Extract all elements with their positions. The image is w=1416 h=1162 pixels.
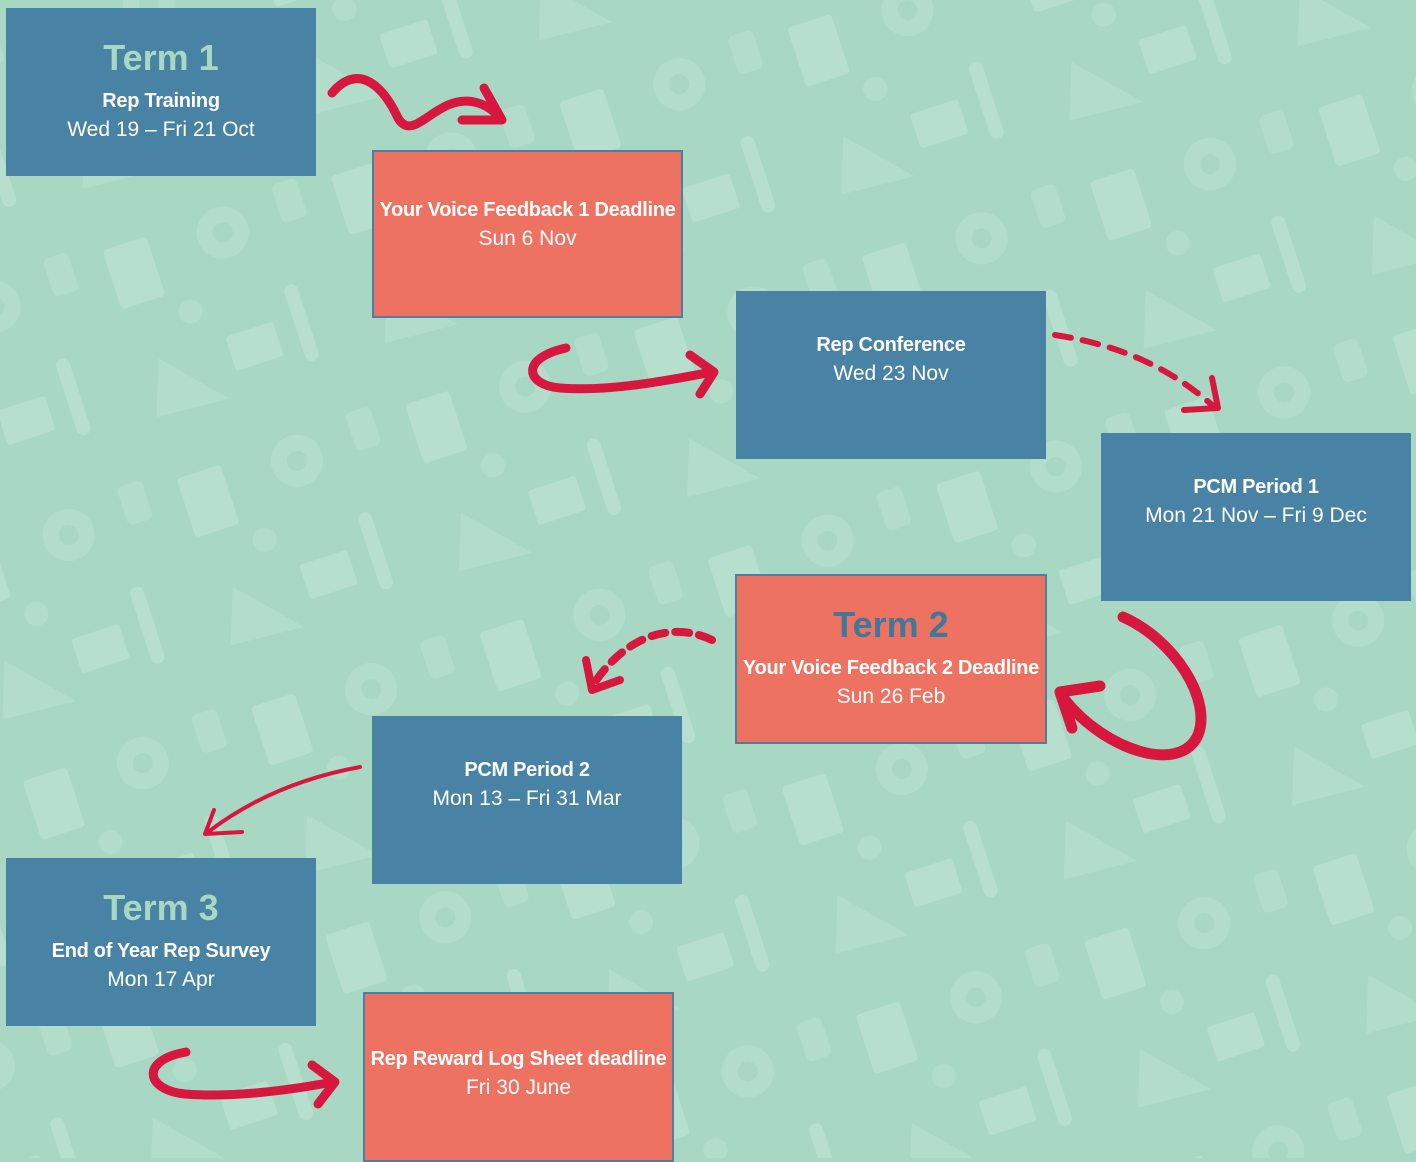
step-title: PCM Period 2 (464, 759, 590, 782)
step-your-voice-feedback-2: Term 2 Your Voice Feedback 2 Deadline Su… (735, 574, 1047, 744)
step-date: Mon 21 Nov – Fri 9 Dec (1145, 504, 1367, 528)
step-date: Mon 13 – Fri 31 Mar (432, 787, 622, 811)
step-date: Wed 19 – Fri 21 Oct (67, 118, 255, 142)
step-title: Your Voice Feedback 2 Deadline (743, 657, 1039, 680)
step-date: Mon 17 Apr (107, 968, 215, 992)
term-1-heading: Term 1 (103, 37, 219, 79)
step-date: Sun 6 Nov (478, 227, 577, 251)
step-end-of-year-rep-survey: Term 3 End of Year Rep Survey Mon 17 Apr (6, 858, 316, 1026)
step-rep-conference: Rep Conference Wed 23 Nov (736, 291, 1046, 459)
step-title: Rep Conference (816, 334, 966, 357)
step-title: End of Year Rep Survey (51, 940, 271, 963)
term-3-heading: Term 3 (103, 887, 219, 929)
step-date: Sun 26 Feb (836, 685, 946, 709)
step-pcm-period-1: PCM Period 1 Mon 21 Nov – Fri 9 Dec (1101, 433, 1411, 601)
step-title: Your Voice Feedback 1 Deadline (379, 199, 676, 222)
step-pcm-period-2: PCM Period 2 Mon 13 – Fri 31 Mar (372, 716, 682, 884)
step-date: Wed 23 Nov (833, 362, 949, 386)
step-title: Rep Training (102, 90, 220, 113)
step-title: PCM Period 1 (1193, 476, 1319, 499)
step-rep-reward-log-sheet: Rep Reward Log Sheet deadline Fri 30 Jun… (363, 992, 674, 1162)
term-2-heading: Term 2 (833, 604, 949, 646)
step-your-voice-feedback-1: Your Voice Feedback 1 Deadline Sun 6 Nov (372, 150, 683, 318)
step-title: Rep Reward Log Sheet deadline (370, 1048, 667, 1070)
step-date: Fri 30 June (465, 1076, 572, 1099)
step-rep-training: Term 1 Rep Training Wed 19 – Fri 21 Oct (6, 8, 316, 176)
